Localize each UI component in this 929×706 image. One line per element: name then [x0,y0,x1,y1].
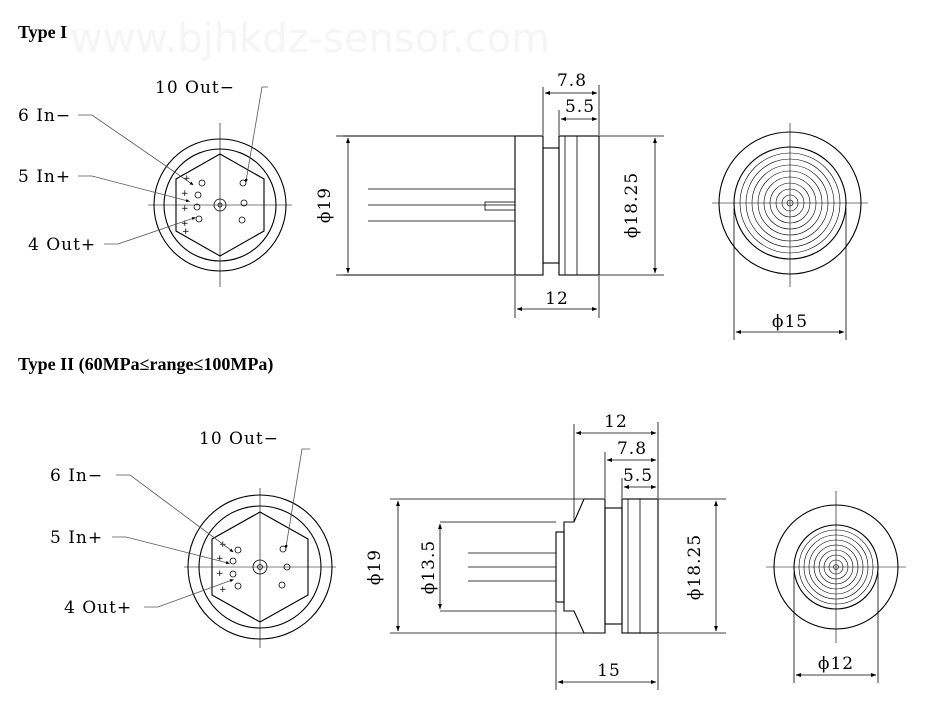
type1-pin-label-in-plus: 5 In+ [18,167,71,187]
type1-rear-view: + + + + + [78,86,292,287]
type2-dim-front-diameter: ϕ18.25 [685,534,705,600]
type1-title: Type I [18,22,67,42]
watermark-text: www.bjhkdz-sensor.com [70,16,550,62]
type1-dim-diaphragm-diameter: ϕ15 [772,312,808,332]
svg-text:+: + [181,204,189,214]
type1-pin-label-out-plus: 4 Out+ [28,235,96,255]
svg-text:+: + [216,569,224,579]
type2-dim-12: 12 [604,412,628,432]
svg-text:+: + [181,219,189,229]
type1-dim-outer-diameter: ϕ19 [315,187,335,223]
type2-dim-body-diameter: ϕ13.5 [419,540,439,594]
svg-text:+: + [183,174,191,184]
type1-pin-label-out-minus: 10 Out− [155,78,235,98]
type1-dim-front-diameter: ϕ18.25 [622,172,642,238]
type1-dim-width-total: 12 [545,289,569,309]
type2-rear-view: + + + + [112,448,336,648]
type2-pin-label-out-minus: 10 Out− [199,429,279,449]
svg-text:+: + [219,540,227,550]
type2-front-view [766,491,906,683]
svg-text:+: + [219,585,227,595]
svg-text:+: + [181,189,189,199]
type1-pin-label-in-minus: 6 In− [18,106,71,126]
type2-title: Type II (60MPa≤range≤100MPa) [18,354,273,375]
type2-dim-outer-diameter: ϕ19 [365,549,385,585]
svg-text:+: + [216,554,224,564]
type1-pins: + + + + + [181,174,248,237]
type2-pin-label-in-minus: 6 In− [50,466,103,486]
type1-dim-7-8: 7.8 [557,71,587,91]
type2-dim-diaphragm-diameter: ϕ12 [818,654,854,674]
type1-side-view [336,85,664,318]
type2-dim-width-total: 15 [597,661,621,681]
svg-text:+: + [182,227,190,237]
type2-pin-label-out-plus: 4 Out+ [64,598,132,618]
type2-side-view [390,422,726,690]
type2-pins: + + + + [216,540,291,595]
type2-dim-7-8: 7.8 [617,439,647,459]
type1-dim-5-5: 5.5 [565,97,595,117]
type1-front-view [712,123,868,340]
type2-dim-5-5: 5.5 [623,466,653,486]
type2-pin-label-in-plus: 5 In+ [50,528,103,548]
